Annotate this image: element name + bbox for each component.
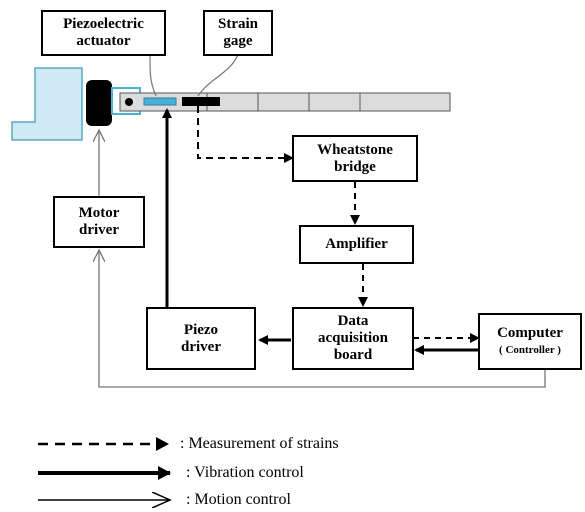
legend-motion-label: : Motion control [186, 491, 291, 508]
piezo-patch [143, 97, 177, 106]
computer-label: Computer [497, 324, 563, 341]
clamp [86, 80, 112, 126]
piezoelectric-actuator-label: Piezoelectric actuator [41, 10, 166, 56]
legend-vibration-label: : Vibration control [186, 464, 304, 481]
strain-gage-label: Strain gage [203, 10, 273, 56]
amplifier-box: Amplifier [299, 225, 414, 264]
actuator-callout [149, 53, 157, 97]
strain-callout [197, 53, 239, 97]
legend-measurement-label: : Measurement of strains [180, 435, 339, 452]
strain-to-bridge-link [197, 106, 294, 163]
piezo-driver-box: Piezo driver [146, 307, 256, 370]
wheatstone-bridge-box: Wheatstone bridge [292, 135, 418, 182]
strain-gage-patch [182, 97, 220, 106]
computer-to-motor-driver-link [99, 250, 546, 388]
hub-pin [125, 98, 133, 106]
data-acquisition-board-box: Data acquisition board [292, 307, 414, 370]
controller-label: ( Controller ) [499, 343, 561, 356]
motor-base [11, 67, 83, 141]
motor-driver-box: Motor driver [53, 196, 145, 248]
computer-box: Computer ( Controller ) [478, 313, 582, 370]
